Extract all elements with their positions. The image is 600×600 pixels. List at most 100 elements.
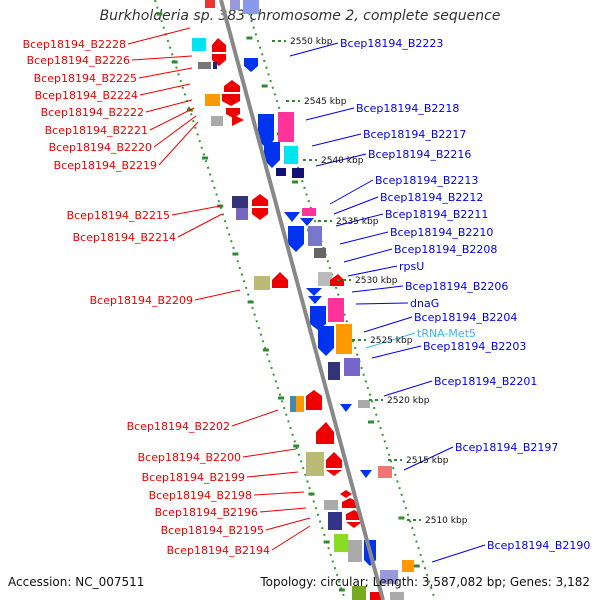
gene-feature[interactable] bbox=[380, 570, 398, 584]
gene-feature[interactable] bbox=[284, 146, 298, 164]
gene-label-reverse[interactable]: Bcep18194_B2213 bbox=[375, 174, 478, 187]
gene-feature[interactable] bbox=[390, 592, 404, 600]
gene-label-reverse[interactable]: Bcep18194_B2201 bbox=[434, 375, 537, 388]
gene-label-forward[interactable]: Bcep18194_B2225 bbox=[34, 72, 137, 85]
gene-label-forward[interactable]: Bcep18194_B2195 bbox=[161, 524, 264, 537]
gene-feature[interactable] bbox=[192, 38, 206, 51]
gene-feature[interactable] bbox=[278, 112, 294, 142]
gene-feature[interactable] bbox=[236, 208, 248, 220]
gene-label-forward[interactable]: Bcep18194_B2194 bbox=[167, 544, 270, 557]
gene-arrow-reverse[interactable] bbox=[318, 326, 334, 356]
gene-feature[interactable] bbox=[328, 512, 342, 530]
gene-label-forward[interactable]: Bcep18194_B2202 bbox=[127, 420, 230, 433]
gene-arrow-reverse[interactable] bbox=[300, 218, 314, 226]
gene-feature[interactable] bbox=[348, 540, 362, 562]
gene-label-reverse[interactable]: dnaG bbox=[410, 297, 439, 310]
gene-label-reverse[interactable]: Bcep18194_B2217 bbox=[363, 128, 466, 141]
gene-arrow-reverse[interactable] bbox=[288, 226, 304, 252]
gene-label-forward[interactable]: Bcep18194_B2220 bbox=[49, 141, 152, 154]
gene-label-forward[interactable]: Bcep18194_B2228 bbox=[23, 38, 126, 51]
gene-label-forward[interactable]: Bcep18194_B2200 bbox=[138, 451, 241, 464]
gene-label-forward[interactable]: Bcep18194_B2214 bbox=[73, 231, 176, 244]
gene-feature[interactable] bbox=[205, 0, 215, 8]
gene-label-forward[interactable]: Bcep18194_B2209 bbox=[90, 294, 193, 307]
gene-feature[interactable] bbox=[352, 586, 366, 600]
gene-arrow-forward[interactable] bbox=[226, 108, 240, 118]
gene-feature[interactable] bbox=[358, 400, 370, 408]
gene-label-forward[interactable]: Bcep18194_B2219 bbox=[54, 159, 157, 172]
gene-arrow-reverse[interactable] bbox=[258, 114, 274, 148]
gene-feature[interactable] bbox=[328, 362, 340, 380]
gene-feature[interactable] bbox=[370, 592, 382, 600]
gene-arrow-forward[interactable] bbox=[252, 194, 268, 206]
gene-feature[interactable] bbox=[334, 534, 348, 552]
gene-feature[interactable] bbox=[296, 396, 304, 412]
gene-feature[interactable] bbox=[254, 276, 270, 290]
gene-feature[interactable] bbox=[302, 208, 316, 216]
gene-label-reverse[interactable]: rpsU bbox=[399, 260, 424, 273]
gene-arrow-forward[interactable] bbox=[224, 80, 240, 92]
gene-label-reverse[interactable]: Bcep18194_B2190 bbox=[487, 539, 590, 552]
gene-arrow-forward[interactable] bbox=[306, 390, 322, 410]
gene-arrow-reverse[interactable] bbox=[264, 142, 280, 168]
gene-label-reverse[interactable]: Bcep18194_B2197 bbox=[455, 441, 558, 454]
gene-label-forward[interactable]: Bcep18194_B2226 bbox=[27, 54, 130, 67]
gene-arrow-forward[interactable] bbox=[222, 94, 240, 106]
gene-arrow-reverse[interactable] bbox=[360, 470, 372, 478]
gene-arrow-reverse[interactable] bbox=[340, 404, 352, 412]
gene-arrow-forward[interactable] bbox=[316, 422, 334, 444]
gene-feature[interactable] bbox=[292, 168, 304, 178]
gene-label-reverse[interactable]: Bcep18194_B2218 bbox=[356, 102, 459, 115]
gene-label-reverse[interactable]: Bcep18194_B2212 bbox=[380, 191, 483, 204]
gene-label-forward[interactable]: Bcep18194_B2199 bbox=[142, 471, 245, 484]
gene-arrow-forward[interactable] bbox=[252, 208, 268, 220]
gene-feature[interactable] bbox=[402, 560, 414, 572]
gene-label-forward[interactable]: Bcep18194_B2222 bbox=[41, 106, 144, 119]
gene-label-reverse[interactable]: Bcep18194_B2210 bbox=[390, 226, 493, 239]
gene-label-reverse[interactable]: Bcep18194_B2211 bbox=[385, 208, 488, 221]
gene-arrow-reverse[interactable] bbox=[306, 288, 322, 296]
gene-feature[interactable] bbox=[378, 466, 392, 478]
gene-label-forward[interactable]: Bcep18194_B2215 bbox=[67, 209, 170, 222]
gene-arrow-forward[interactable] bbox=[272, 272, 288, 288]
gene-feature[interactable] bbox=[213, 62, 217, 69]
gene-feature[interactable] bbox=[328, 298, 344, 322]
gene-label-reverse[interactable]: Bcep18194_B2203 bbox=[423, 340, 526, 353]
gene-arrow-forward[interactable] bbox=[346, 522, 362, 528]
gene-label-reverse[interactable]: Bcep18194_B2204 bbox=[414, 311, 517, 324]
gene-arrow-reverse[interactable] bbox=[284, 212, 300, 222]
gene-feature[interactable] bbox=[211, 116, 223, 126]
gene-arrow-forward[interactable] bbox=[212, 38, 226, 52]
gene-arrow-forward[interactable] bbox=[340, 490, 352, 498]
gene-feature[interactable] bbox=[308, 226, 322, 246]
gene-label-reverse[interactable]: Bcep18194_B2216 bbox=[368, 148, 471, 161]
gene-arrow-reverse[interactable] bbox=[308, 296, 322, 304]
gene-label-forward[interactable]: Bcep18194_B2196 bbox=[155, 506, 258, 519]
gene-feature[interactable] bbox=[243, 0, 259, 14]
gene-arrow-forward[interactable] bbox=[342, 498, 358, 508]
gene-feature[interactable] bbox=[344, 358, 360, 376]
gene-feature[interactable] bbox=[230, 0, 240, 10]
gene-arrow-forward[interactable] bbox=[232, 114, 244, 126]
gene-arrow-reverse[interactable] bbox=[244, 58, 258, 72]
gene-feature[interactable] bbox=[198, 62, 211, 69]
gene-feature[interactable] bbox=[314, 248, 326, 258]
gene-arrow-reverse[interactable] bbox=[310, 306, 326, 330]
gene-feature[interactable] bbox=[276, 168, 286, 176]
gene-arrow-forward[interactable] bbox=[326, 470, 342, 476]
gene-label-reverse[interactable]: tRNA-Met5 bbox=[417, 327, 476, 340]
gene-label-reverse[interactable]: Bcep18194_B2206 bbox=[405, 280, 508, 293]
gene-feature[interactable] bbox=[306, 452, 324, 476]
gene-feature[interactable] bbox=[290, 396, 296, 412]
gene-feature[interactable] bbox=[324, 500, 338, 510]
gene-label-forward[interactable]: Bcep18194_B2221 bbox=[45, 124, 148, 137]
gene-label-forward[interactable]: Bcep18194_B2198 bbox=[149, 489, 252, 502]
gene-label-forward[interactable]: Bcep18194_B2224 bbox=[35, 89, 138, 102]
gene-feature[interactable] bbox=[336, 324, 352, 354]
gene-label-reverse[interactable]: Bcep18194_B2223 bbox=[340, 37, 443, 50]
gene-feature[interactable] bbox=[205, 94, 220, 106]
gene-label-reverse[interactable]: Bcep18194_B2208 bbox=[394, 243, 497, 256]
gene-feature[interactable] bbox=[318, 272, 332, 286]
gene-arrow-forward[interactable] bbox=[326, 452, 342, 468]
gene-feature[interactable] bbox=[232, 196, 248, 208]
